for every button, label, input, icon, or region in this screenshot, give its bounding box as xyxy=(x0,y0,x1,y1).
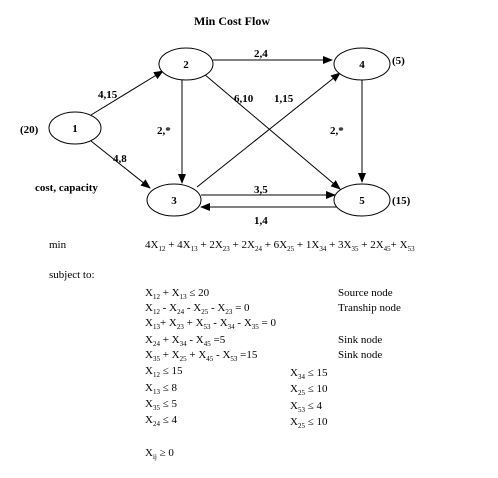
edge-1-3-label: 4,8 xyxy=(113,153,127,165)
subject-to-label: subject to: xyxy=(49,269,95,281)
node-1-supply: (20) xyxy=(20,124,39,136)
edge-5-3-label: 1,4 xyxy=(254,215,268,227)
node-3: 3 xyxy=(146,183,202,217)
edge-3-4-label: 1,15 xyxy=(274,93,294,105)
edge-3-5-label: 3,5 xyxy=(254,184,268,196)
constraint-4-note: Sink node xyxy=(338,334,383,346)
constraint-3: X13+ X23 + X53 - X34 - X35 = 0 xyxy=(145,317,277,332)
node-5-supply: (15) xyxy=(392,195,411,207)
bound-left-2: X13 ≤ 8 xyxy=(145,382,177,397)
min-label: min xyxy=(49,239,67,251)
constraint-5-note: Sink node xyxy=(338,349,383,361)
constraint-4: X24 + X34 - X45 =5 xyxy=(145,334,226,349)
constraint-1-note: Source node xyxy=(338,287,393,299)
node-4: 4 xyxy=(333,47,391,81)
bound-left-3: X35 ≤ 5 xyxy=(145,398,177,413)
constraint-2: X12 - X24 - X25 - X23 = 0 xyxy=(145,302,250,317)
edge-2-4-label: 2,4 xyxy=(254,48,268,60)
edge-2-5 xyxy=(203,73,341,190)
objective: 4X12 + 4X13 + 2X23 + 2X24 + 6X25 + 1X34 … xyxy=(145,239,415,254)
node-3-label: 3 xyxy=(171,195,177,207)
node-1-label: 1 xyxy=(72,123,78,135)
edge-3-4 xyxy=(196,72,341,188)
edge-2-5-label: 6,10 xyxy=(234,93,254,105)
edges xyxy=(90,56,366,211)
constraint-1: X12 + X13 ≤ 20 xyxy=(145,287,210,302)
node-4-supply: (5) xyxy=(392,55,405,67)
bound-right-1: X34 ≤ 15 xyxy=(290,367,328,382)
node-1: 1 xyxy=(48,111,102,145)
legend-label: cost, capacity xyxy=(35,182,98,194)
edge-1-2 xyxy=(90,70,164,116)
edge-4-5-label: 2,* xyxy=(330,125,344,137)
bound-right-3: X53 ≤ 4 xyxy=(290,400,322,415)
bound-right-4: X25 ≤ 10 xyxy=(290,416,328,431)
node-2-label: 2 xyxy=(183,59,189,71)
bound-left-1: X12 ≤ 15 xyxy=(145,365,183,380)
edge-1-2-label: 4,15 xyxy=(98,89,118,101)
node-4-label: 4 xyxy=(359,59,365,71)
constraint-2-note: Tranship node xyxy=(338,302,401,314)
node-2: 2 xyxy=(158,47,214,81)
bound-left-4: X24 ≤ 4 xyxy=(145,414,177,429)
nonnegativity: Xij ≥ 0 xyxy=(145,447,174,462)
bound-right-2: X25 ≤ 10 xyxy=(290,383,328,398)
node-5: 5 xyxy=(333,183,391,217)
edge-2-3-label: 2,* xyxy=(157,125,171,137)
diagram-title: Min Cost Flow xyxy=(194,14,270,28)
constraint-5: X35 + X25 + X45 - X53 =15 xyxy=(145,349,258,364)
node-5-label: 5 xyxy=(359,195,365,207)
edge-1-3 xyxy=(90,140,151,189)
